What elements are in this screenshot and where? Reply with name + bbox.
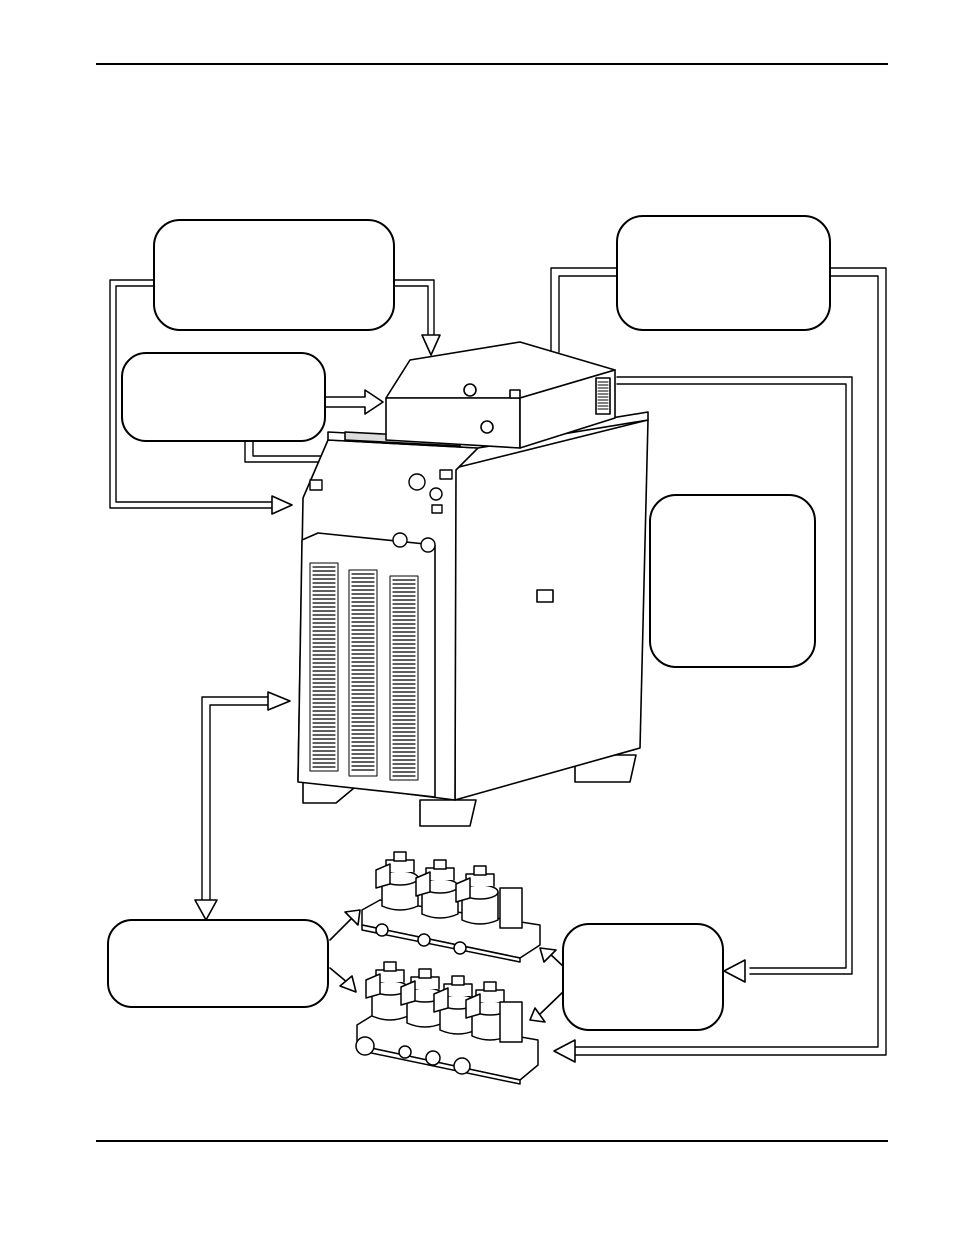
callout-top-right (616, 215, 831, 331)
solenoid-valve-icon (455, 865, 499, 925)
callout-right-side (649, 494, 816, 668)
arrow-down-icon (421, 334, 441, 356)
solenoid-valve-manifold-icon (355, 961, 539, 1085)
solenoid-valve-manifold-icon (361, 851, 541, 963)
connector-icon (480, 420, 494, 434)
arrow-down-right-icon (329, 967, 349, 984)
solenoid-valve-icon (415, 859, 459, 919)
header-rule (96, 63, 888, 65)
callout-top-left (153, 219, 395, 331)
connection-lines (109, 267, 887, 1056)
callout-bottom-right (562, 923, 724, 1031)
arrow-right-icon (271, 495, 293, 515)
arrow-right-icon (267, 691, 291, 711)
connector-icon (420, 537, 436, 553)
arrow-left-icon (553, 1039, 576, 1063)
knob-icon (408, 473, 426, 491)
cabinet-controls (309, 469, 453, 553)
knob-icon (429, 487, 443, 501)
solenoid-valve-icon (465, 981, 509, 1041)
arrow-right-icon (325, 389, 384, 415)
connector-icon (392, 532, 408, 548)
arrow-down-icon (194, 899, 218, 921)
arrow-heads (194, 334, 746, 1063)
callout-boxes (107, 215, 831, 1031)
callout-bottom-left (107, 919, 329, 1008)
solenoid-valve-icon (375, 851, 419, 911)
callout-mid-left (121, 352, 326, 442)
arrow-up-right-icon (329, 917, 353, 941)
dial-icon (463, 383, 477, 397)
control-module-icon (385, 341, 616, 449)
solenoid-valve-icon (365, 961, 409, 1021)
arrow-left-icon (723, 959, 746, 983)
arrow-down-left-icon (537, 989, 566, 1017)
solenoid-valve-icon (400, 968, 444, 1028)
footer-rule (96, 1140, 888, 1142)
